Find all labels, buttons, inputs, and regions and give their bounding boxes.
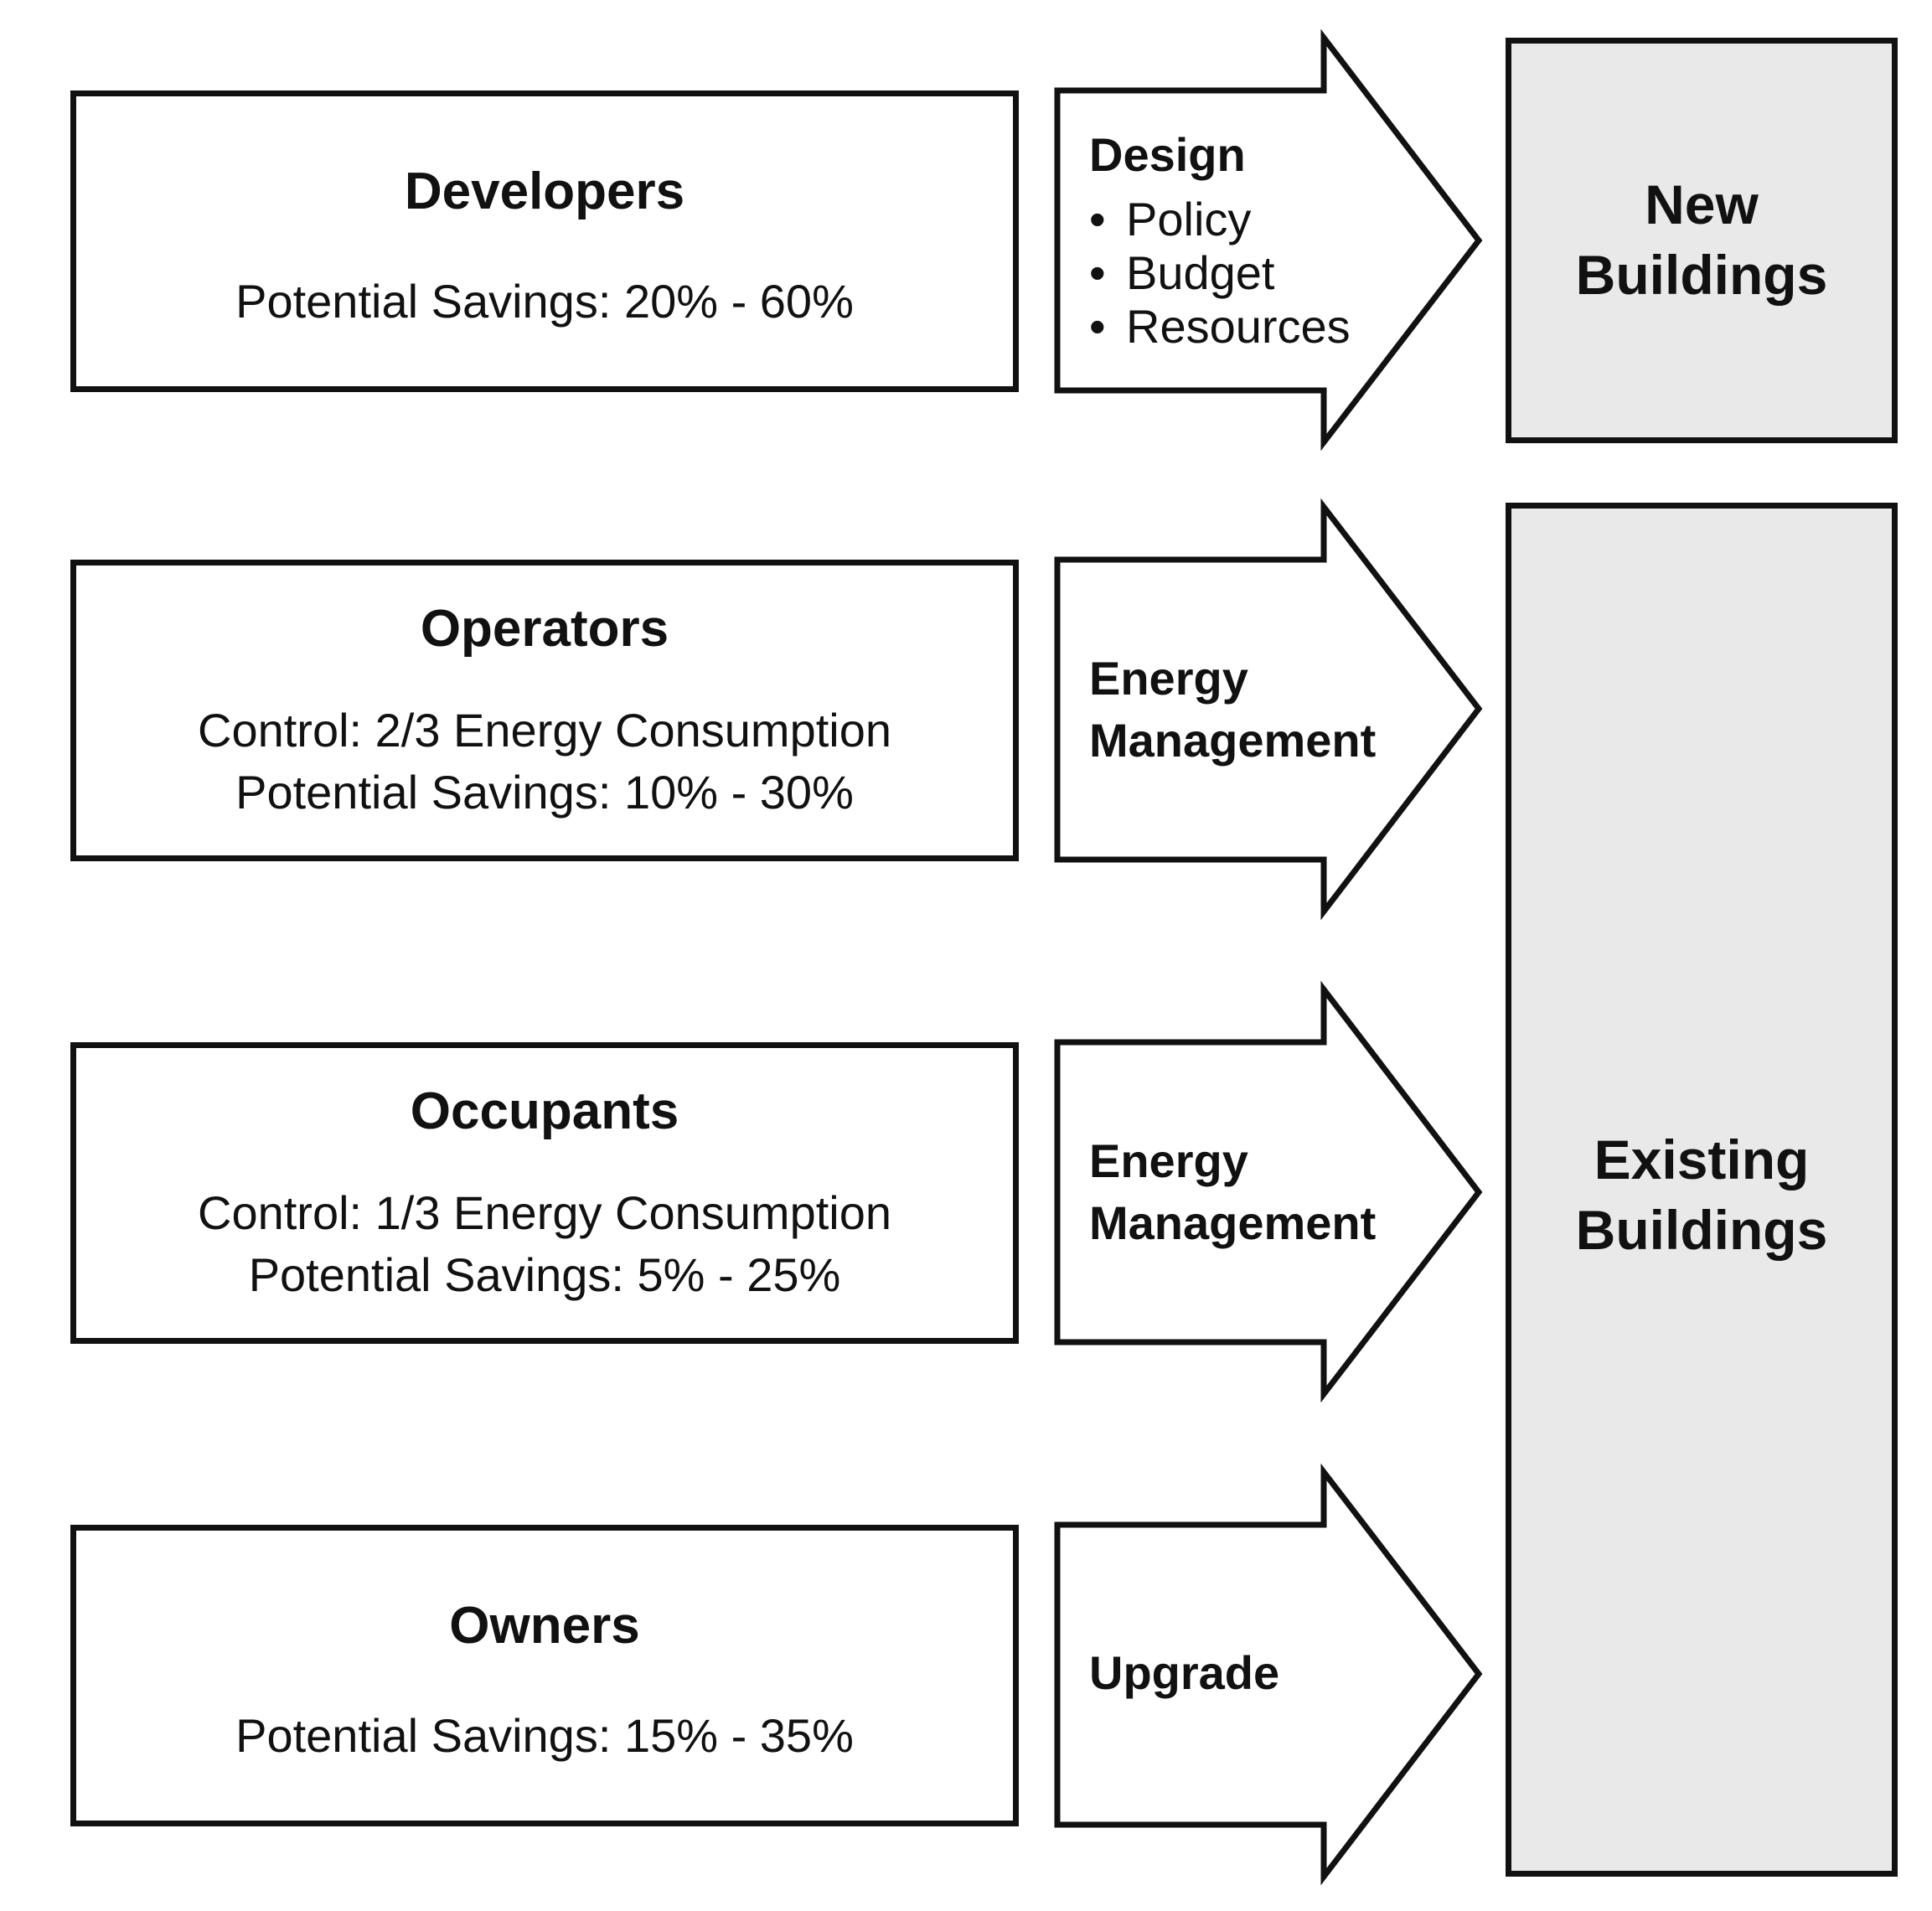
stakeholder-occupants-box: Occupants Control: 1/3 Energy Consumptio…	[70, 1042, 1019, 1344]
arrow-label-line: Energy	[1089, 1134, 1248, 1187]
target-new-buildings-box: New Buildings	[1506, 38, 1898, 443]
arrow-label-line: Energy	[1089, 652, 1248, 705]
arrow-occupants-energy-management	[1054, 980, 1483, 1403]
design-bullet-list: Policy Budget Resources	[1089, 193, 1351, 354]
stakeholder-title: Occupants	[410, 1082, 679, 1140]
arrow-operators-energy-management	[1054, 498, 1483, 921]
target-label-line: New	[1645, 173, 1759, 235]
stakeholder-owners-box: Owners Potential Savings: 15% - 35%	[70, 1525, 1019, 1826]
stakeholder-savings: Potential Savings: 10% - 30%	[235, 766, 854, 819]
stakeholder-title: Operators	[420, 600, 669, 658]
stakeholder-savings: Potential Savings: 5% - 25%	[248, 1248, 841, 1301]
arrow-label-line: Management	[1089, 1196, 1377, 1249]
stakeholder-control: Control: 1/3 Energy Consumption	[198, 1186, 891, 1239]
stakeholder-title: Owners	[449, 1597, 640, 1655]
design-bullet-item: Resources	[1089, 300, 1351, 354]
design-bullet-item: Budget	[1089, 246, 1351, 300]
arrow-label-line: Upgrade	[1089, 1646, 1280, 1699]
stakeholder-operators-box: Operators Control: 2/3 Energy Consumptio…	[70, 560, 1019, 861]
stakeholder-title: Developers	[404, 163, 685, 220]
arrow-upgrade	[1054, 1463, 1483, 1886]
stakeholder-savings: Potential Savings: 20% - 60%	[235, 275, 854, 328]
target-existing-buildings-box: Existing Buildings	[1506, 503, 1898, 1877]
stakeholder-control: Control: 2/3 Energy Consumption	[198, 704, 891, 757]
design-bullet-item: Policy	[1089, 193, 1351, 246]
arrow-heading-design: Design	[1089, 128, 1246, 181]
target-label-line: Buildings	[1575, 244, 1828, 306]
stakeholder-savings: Potential Savings: 15% - 35%	[235, 1709, 854, 1762]
stakeholder-developers-box: Developers Potential Savings: 20% - 60%	[70, 90, 1019, 392]
target-label-line: Buildings	[1575, 1199, 1828, 1261]
arrow-label-line: Management	[1089, 714, 1377, 767]
target-label-line: Existing	[1594, 1129, 1810, 1191]
